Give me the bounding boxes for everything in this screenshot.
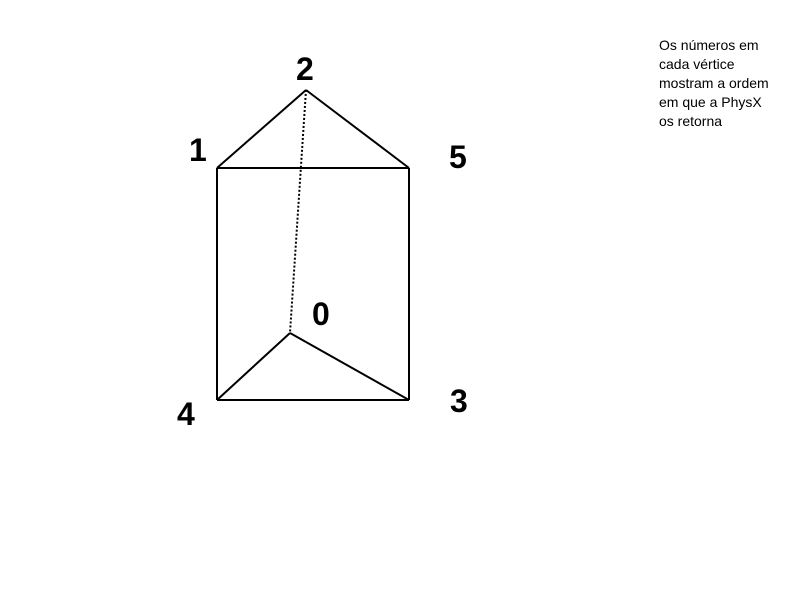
edge-1-2 <box>216 89 307 169</box>
explanation-note: Os números em cada vértice mostram a ord… <box>659 36 795 131</box>
hidden-edge-2-0 <box>289 89 307 334</box>
note-line: mostram a ordem <box>659 75 769 91</box>
vertex-label-0: 0 <box>312 296 330 332</box>
vertex-label-3: 3 <box>450 383 468 419</box>
note-line: em que a PhysX <box>659 94 762 110</box>
vertex-label-5: 5 <box>449 139 467 175</box>
note-line: Os números em <box>659 37 759 53</box>
vertex-label-2: 2 <box>296 51 314 87</box>
edge-0-3 <box>289 332 410 401</box>
edge-4-0 <box>216 332 291 401</box>
note-line: os retorna <box>659 113 723 129</box>
vertex-label-4: 4 <box>177 396 195 432</box>
note-line: cada vértice <box>659 56 735 72</box>
vertex-label-1: 1 <box>189 132 207 168</box>
edge-2-5 <box>305 89 410 169</box>
